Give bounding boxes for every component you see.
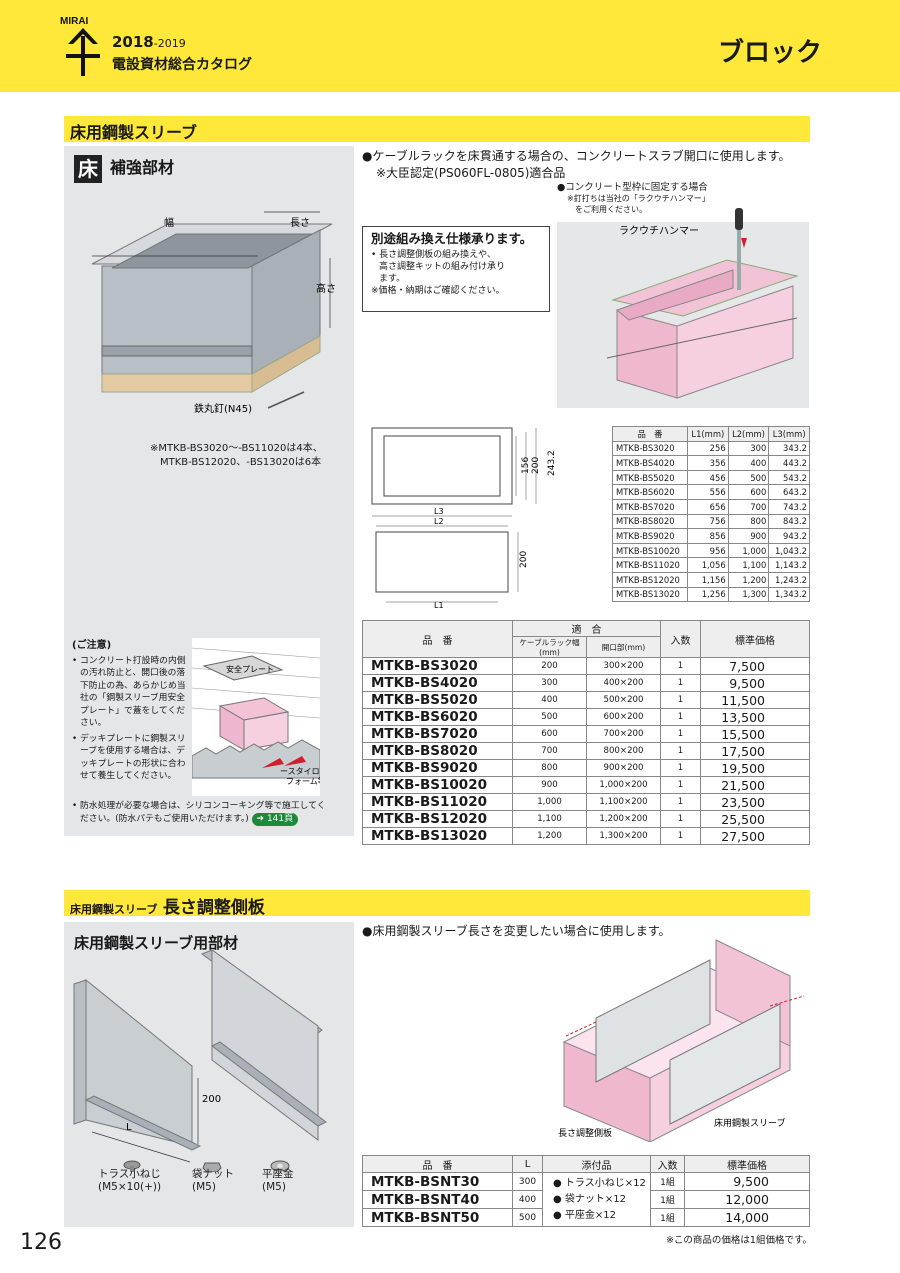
foam-label-2: フォーム等 (286, 776, 320, 786)
dim-200: 200 (531, 457, 541, 474)
table-row: MTKB-BSNT40 400 1組 12,000 (362, 1190, 810, 1209)
fig-l-label: L (126, 1122, 132, 1133)
ref-page-badge[interactable]: ➜ 141頁 (251, 812, 299, 826)
dim-l2: L2 (434, 517, 444, 526)
table-row: MTKB-BSNT30 300 ● トラス小ねじ×12 ● 袋ナット×12 ● … (362, 1172, 810, 1227)
hardware-flat-washer: 平座金(M5) (262, 1168, 294, 1193)
sleeve-product-illustration: 幅 長さ 高さ 鉄丸釘(N45) (91, 211, 336, 415)
hardware-truss-screw: トラス小ねじ(M5×10(+)) (98, 1168, 162, 1193)
section1-bar: 床用鋼製スリーブ (64, 116, 810, 142)
catalog-year: 2018-2019 (112, 33, 186, 51)
logo-text: MIRAI (60, 16, 89, 27)
kit-price-note: ※この商品の価格は1組価格です。 (665, 1235, 812, 1246)
formwork-install-illustration: ラクウチハンマー (557, 208, 809, 408)
header-bar (0, 0, 900, 92)
dim-h200: 200 (519, 551, 529, 568)
deck-plate-illustration: 安全プレート ースタイロ フォーム等 (192, 638, 320, 796)
section1-panel-title: 床補強部材 (74, 154, 174, 183)
price-table: 品 番 適 合 入数 標準価格 ケーブルラック幅(mm) 開口部(mm) MTK… (362, 620, 810, 845)
hammer-label: ラクウチハンマー (619, 225, 699, 237)
hardware-cap-nut: 袋ナット(M5) (192, 1168, 234, 1193)
usage-description: ●ケーブルラックを床貫通する場合の、コンクリートスラブ開口に使用します。 ※大臣… (362, 149, 791, 180)
fig-length-label: 長さ (290, 217, 310, 229)
catalog-title: 電設資材総合カタログ (112, 57, 252, 73)
cap-nut-icon (202, 1162, 222, 1172)
foam-label-1: ースタイロ (280, 767, 320, 776)
caution-box: (ご注意) • コンクリート打設時の内側の汚れ防止と、開口後の落下防止の為、あら… (72, 640, 186, 781)
waterproof-note: • 防水処理が必要な場合は、シリコンコーキング等で施工してください。(防水パテも… (72, 801, 326, 826)
section2-description: ●床用鋼製スリーブ長さを変更したい場合に使用します。 (362, 924, 671, 938)
install-caption: ●コンクリート型枠に固定する場合 ※釘打ちは当社の「ラクウチハンマー」 をご利用… (557, 182, 710, 214)
floor-tag: 床 (74, 154, 102, 183)
accessory-list: ● トラス小ねじ×12 ● 袋ナット×12 ● 平座金×12 (542, 1172, 651, 1227)
section2-panel-title: 床用鋼製スリーブ用部材 (74, 934, 239, 952)
nail-label: 鉄丸釘(N45) (194, 402, 252, 415)
fig-width-label: 幅 (164, 216, 174, 229)
kit-price-table: 品 番 L 添付品 入数 標準価格 MTKB-BSNT30 300 ● トラス小… (362, 1155, 810, 1227)
side-plate-illustration: 200 L (73, 950, 327, 1163)
side-plate-label: 長さ調整側板 (558, 1127, 612, 1139)
nail-quantity-note: ※MTKB-BS3020～-BS11020は4本、 MTKB-BS12020、-… (150, 443, 323, 468)
section2-bar: 床用鋼製スリーブ 長さ調整側板 (64, 890, 810, 918)
custom-spec-callout: 別途組み換え仕様承ります。 • 長さ調整側板の組み換えや、 高さ調整キットの組み… (362, 226, 550, 312)
fig-height-label: 高さ (316, 282, 336, 295)
assembly-illustration: 長さ調整側板 床用鋼製スリーブ (558, 939, 805, 1142)
dim-243: 243.2 (547, 450, 557, 476)
category-title: ブロック (717, 38, 822, 68)
dim-l1: L1 (434, 601, 444, 610)
mirai-logo-icon: MIRAI (60, 16, 100, 76)
dim-l3: L3 (434, 507, 444, 516)
sleeve-label: 床用鋼製スリーブ (714, 1117, 785, 1129)
safety-plate-label: 安全プレート (226, 664, 274, 674)
dim-156: 156 (521, 457, 531, 474)
truss-screw-icon (123, 1160, 141, 1172)
table-row: MTKB-BSNT50 500 1組 14,000 (362, 1208, 810, 1227)
fig-h200-label: 200 (202, 1094, 221, 1105)
dimension-drawing: 156 200 243.2 L3 L2 200 L1 (371, 427, 557, 610)
flat-washer-icon (270, 1160, 290, 1172)
page-number: 126 (20, 1230, 62, 1255)
